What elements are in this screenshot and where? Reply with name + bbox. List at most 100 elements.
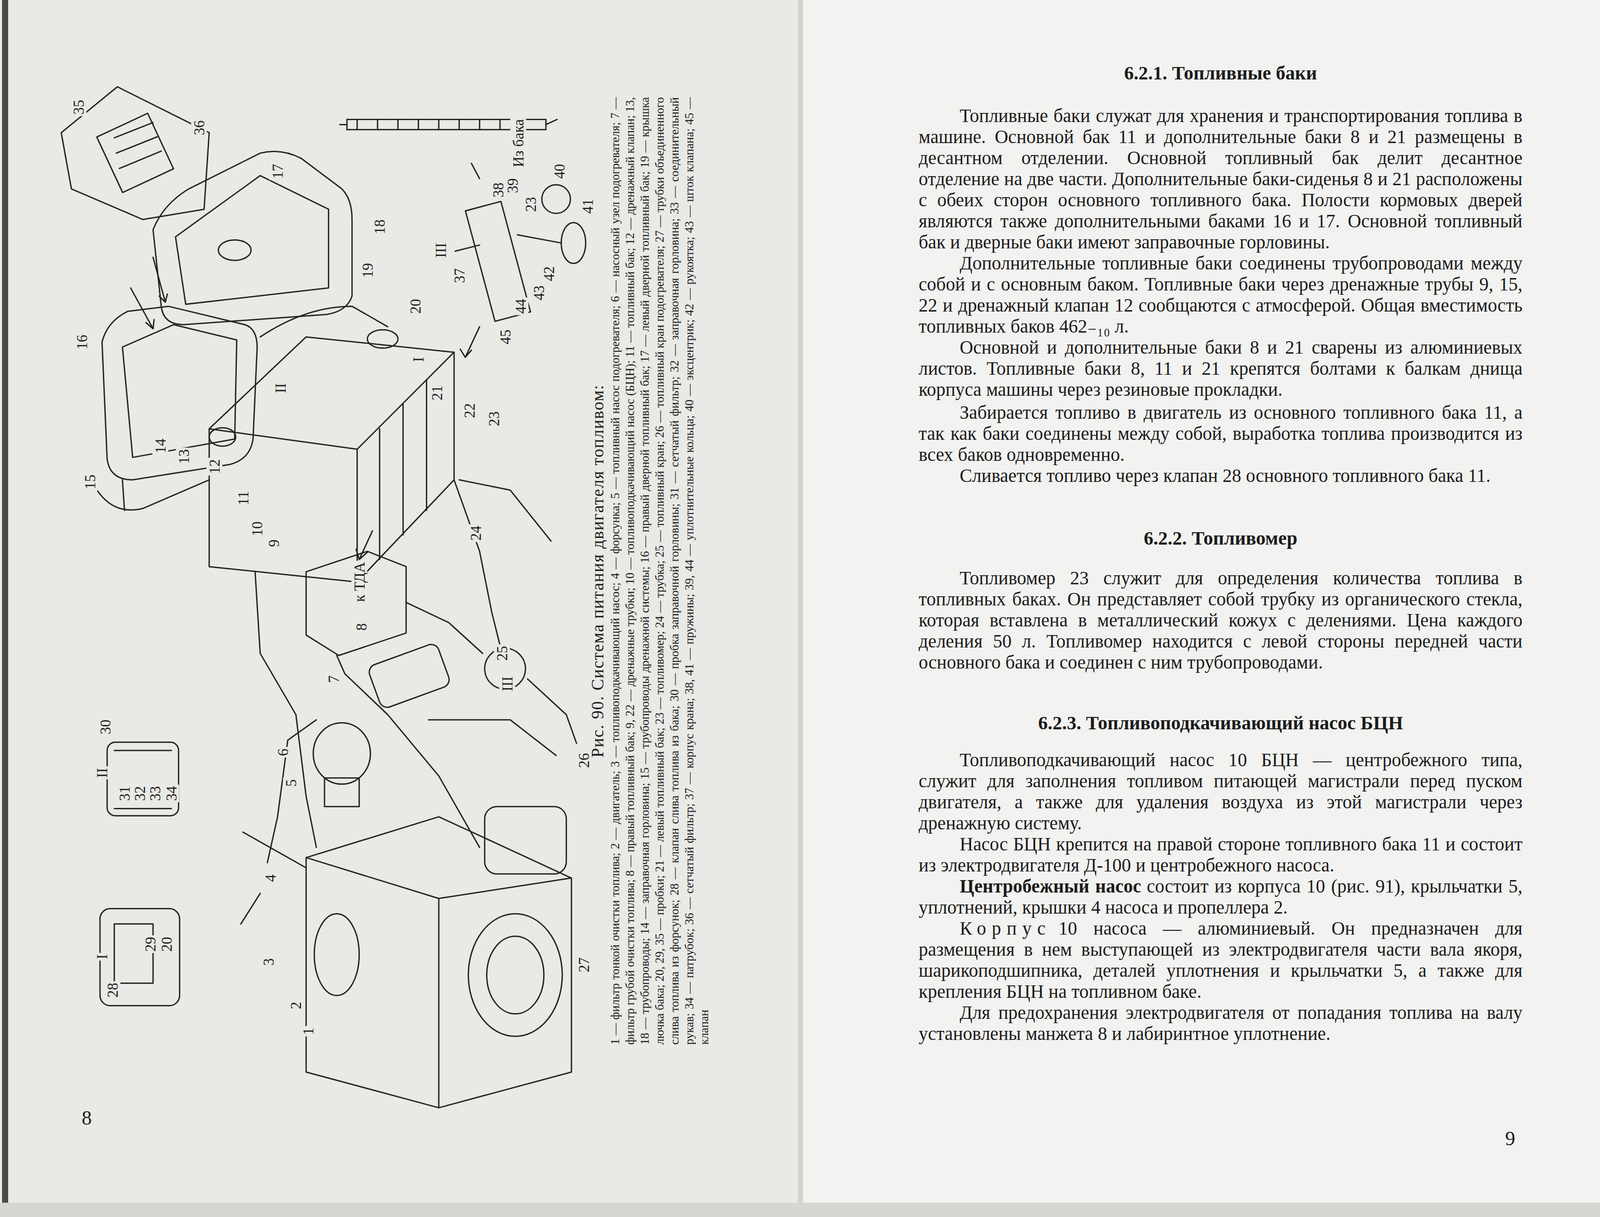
body-paragraph: Корпус10 насоса — алюминиевый. Он предна… bbox=[918, 917, 1523, 1002]
callout-number: 24 bbox=[467, 523, 484, 542]
callout-number: I bbox=[410, 355, 427, 364]
body-paragraph: Дополнительные топливные баки соединены … bbox=[918, 252, 1523, 337]
nozzle-line bbox=[240, 893, 261, 924]
callout-number: 3 bbox=[260, 956, 277, 967]
body-paragraph: Центробежный насоссостоит из корпуса 10 … bbox=[918, 875, 1523, 918]
pipe bbox=[406, 602, 483, 654]
callout-number: I bbox=[94, 952, 111, 961]
flow-arrow bbox=[153, 257, 168, 303]
callout-number: 17 bbox=[269, 162, 286, 181]
engine bbox=[306, 816, 572, 1108]
fine-filter bbox=[314, 913, 360, 996]
text-column: 6.2.1. Топливные бакиТопливные баки служ… bbox=[918, 61, 1523, 1045]
callout-number: III bbox=[499, 675, 515, 693]
callout-number: 22 bbox=[461, 401, 478, 420]
callout-number: 19 bbox=[359, 261, 376, 280]
callout-number: II bbox=[94, 766, 111, 780]
valve-lines bbox=[455, 163, 562, 357]
seat-tank bbox=[306, 551, 407, 656]
body-paragraph: Топливоподкачивающий насос 10 БЦН — цент… bbox=[918, 749, 1523, 834]
callout-number: 12 bbox=[206, 457, 223, 476]
callout-number: III bbox=[433, 241, 449, 259]
main-tank bbox=[209, 336, 455, 582]
callout-number: 5 bbox=[282, 777, 299, 789]
callout-number: 20 bbox=[407, 297, 423, 316]
filter-ribs bbox=[114, 750, 172, 809]
filler-neck bbox=[209, 427, 236, 446]
tank-ribs bbox=[379, 379, 427, 560]
door-tank bbox=[101, 306, 257, 480]
callout-number: 20 bbox=[158, 935, 175, 954]
callout-number: 39 bbox=[504, 177, 521, 195]
callout-number: 23 bbox=[486, 409, 502, 428]
callout-number: 14 bbox=[152, 437, 168, 456]
callout-number: 8 bbox=[353, 621, 369, 633]
flow-arrow bbox=[355, 530, 373, 560]
callout-number: 11 bbox=[234, 489, 251, 507]
callout-number: 35 bbox=[70, 98, 87, 117]
heater-cylinder bbox=[484, 806, 567, 874]
callout-number: II bbox=[272, 381, 289, 395]
body-paragraph: Забирается топливо в двигатель из основн… bbox=[918, 401, 1523, 466]
callout-number: 38 bbox=[489, 180, 506, 199]
callout-number: 7 bbox=[325, 673, 342, 685]
callout-number: 28 bbox=[104, 981, 121, 1000]
gutter bbox=[798, 0, 804, 1217]
callout-number: 2 bbox=[288, 1000, 304, 1012]
callout-number: 44 bbox=[512, 297, 529, 316]
pipe bbox=[428, 719, 557, 756]
valve-handle bbox=[561, 222, 586, 264]
heater-drum-inner bbox=[486, 935, 544, 1014]
callout-number: 43 bbox=[531, 284, 547, 302]
pump-base bbox=[324, 777, 360, 807]
callout-number: 9 bbox=[265, 537, 282, 549]
body-paragraph: Насос БЦН крепится на правой стороне топ… bbox=[918, 833, 1523, 876]
callout-number: 25 bbox=[494, 644, 511, 663]
callout-number: 33 bbox=[147, 784, 164, 802]
right-page bbox=[801, 0, 1600, 1217]
callout-number: 21 bbox=[428, 384, 445, 402]
body-paragraph: Сливается топливо через клапан 28 основн… bbox=[918, 465, 1523, 487]
callout-number: 4 bbox=[262, 872, 279, 884]
door-tank-inner bbox=[175, 175, 329, 305]
callout-number: 40 bbox=[551, 162, 567, 181]
eccentric bbox=[541, 184, 571, 214]
left-page bbox=[0, 0, 802, 1217]
page-number: 8 bbox=[81, 1107, 92, 1128]
callout-number: 29 bbox=[142, 935, 158, 954]
drain-pipes bbox=[97, 479, 210, 511]
callout-number: 26 bbox=[575, 751, 592, 770]
body-paragraph: Топливные баки служат для хранения и тра… bbox=[918, 105, 1523, 253]
pipe bbox=[255, 571, 317, 848]
scan-edge bbox=[0, 1202, 1600, 1217]
heater-pump bbox=[313, 722, 371, 784]
callout-number: 15 bbox=[81, 472, 98, 491]
pipe bbox=[267, 719, 317, 863]
callout-number: 27 bbox=[575, 955, 592, 974]
callout-number: 42 bbox=[541, 264, 557, 283]
callout-number: 18 bbox=[371, 217, 388, 236]
callout-number: 16 bbox=[73, 333, 90, 351]
callout-number: 32 bbox=[132, 784, 148, 802]
callout-number: 10 bbox=[249, 520, 266, 538]
tank-lid bbox=[218, 239, 251, 261]
filter-ribs bbox=[114, 122, 162, 169]
callout-number: 37 bbox=[451, 266, 467, 285]
pipe bbox=[454, 479, 500, 646]
heater-drum bbox=[468, 913, 563, 1036]
callout-number: 1 bbox=[300, 1025, 317, 1037]
bold-term: Центробежный насос bbox=[959, 875, 1142, 897]
filler-neck-detail bbox=[61, 86, 210, 220]
figure-caption: Рис. 90. Система питания двигателя топли… bbox=[587, 97, 608, 1045]
pipe bbox=[243, 832, 307, 868]
valve-body bbox=[465, 201, 531, 322]
parts-list: 1 — фильтр тонкой очистки топлива; 2 — д… bbox=[607, 97, 712, 1045]
page-number: 9 bbox=[1505, 1128, 1516, 1149]
callout-number: 31 bbox=[116, 784, 133, 802]
mesh-filter bbox=[96, 113, 174, 193]
engine-edges bbox=[306, 857, 572, 1108]
drain-valve-core bbox=[114, 923, 154, 984]
callout-number: 34 bbox=[163, 784, 180, 802]
body-paragraph: Основной и дополнительные баки 8 и 21 св… bbox=[918, 336, 1523, 400]
callout-number: Из бака bbox=[510, 117, 527, 169]
